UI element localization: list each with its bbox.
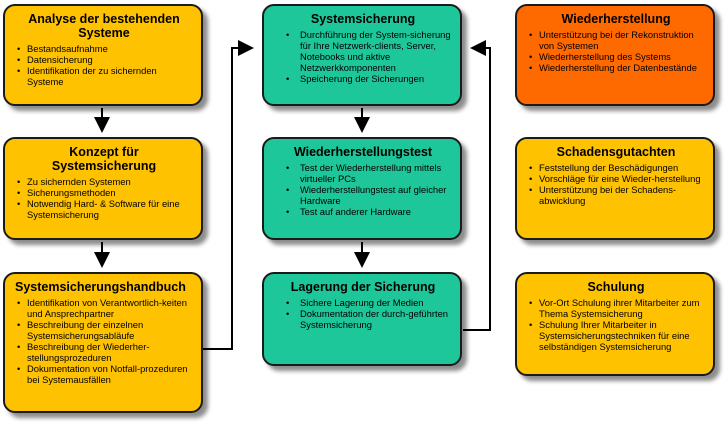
box-wiederherstellung: Wiederherstellung Unterstützung bei der … bbox=[515, 4, 715, 106]
list-item: Bestandsaufnahme bbox=[17, 43, 193, 54]
box-title: Systemsicherungshandbuch bbox=[15, 280, 186, 294]
box-lagerung: Lagerung der Sicherung Sichere Lagerung … bbox=[262, 272, 462, 366]
box-list: Identifikation von Verantwortlich-keiten… bbox=[15, 297, 193, 385]
box-analyse: Analyse der bestehenden Systeme Bestands… bbox=[3, 4, 203, 106]
box-wiederherstellungstest: Wiederherstellungstest Test der Wiederhe… bbox=[262, 137, 462, 240]
list-item: Schulung Ihrer Mitarbeiter in Systemsich… bbox=[529, 319, 705, 352]
list-item: Dokumentation der durch-geführten System… bbox=[286, 308, 452, 330]
arrow-lagerung-to-systemsicherung bbox=[463, 40, 491, 331]
box-konzept: Konzept für Systemsicherung Zu sichernde… bbox=[3, 137, 203, 240]
box-list: Durchführung der System-sicherung für Ih… bbox=[274, 29, 452, 84]
list-item: Dokumentation von Notfall-prozeduren bei… bbox=[17, 363, 193, 385]
list-item: Beschreibung der einzelnen Systemsicheru… bbox=[17, 319, 193, 341]
list-item: Sicherungsmethoden bbox=[17, 187, 193, 198]
list-item: Identifikation von Verantwortlich-keiten… bbox=[17, 297, 193, 319]
list-item: Wiederherstellungstest auf gleicher Hard… bbox=[286, 184, 452, 206]
list-item: Unterstützung bei der Schadens-abwicklun… bbox=[529, 184, 705, 206]
box-title: Schadensgutachten bbox=[556, 145, 676, 159]
list-item: Test der Wiederherstellung mittels virtu… bbox=[286, 162, 452, 184]
list-item: Durchführung der System-sicherung für Ih… bbox=[286, 29, 452, 73]
list-item: Zu sichernden Systemen bbox=[17, 176, 193, 187]
list-item: Speicherung der Sicherungen bbox=[286, 73, 452, 84]
list-item: Vorschläge für eine Wieder-herstellung bbox=[529, 173, 705, 184]
arrow-handbuch-to-systemsicherung bbox=[203, 40, 254, 350]
list-item: Wiederherstellung der Datenbestände bbox=[529, 62, 705, 73]
list-item: Beschreibung der Wiederher-stellungsproz… bbox=[17, 341, 193, 363]
box-list: Unterstützung bei der Rekonstruktion von… bbox=[527, 29, 705, 73]
box-title: Lagerung der Sicherung bbox=[290, 280, 436, 294]
box-handbuch: Systemsicherungshandbuch Identifikation … bbox=[3, 272, 203, 413]
list-item: Identifikation der zu sichernden Systeme bbox=[17, 65, 193, 87]
list-item: Feststellung der Beschädigungen bbox=[529, 162, 705, 173]
box-title: Konzept für Systemsicherung bbox=[51, 145, 157, 173]
list-item: Vor-Ort Schulung ihrer Mitarbeiter zum T… bbox=[529, 297, 705, 319]
box-title: Systemsicherung bbox=[310, 12, 416, 26]
list-item: Unterstützung bei der Rekonstruktion von… bbox=[529, 29, 705, 51]
box-list: Sichere Lagerung der Medien Dokumentatio… bbox=[274, 297, 452, 330]
box-list: Test der Wiederherstellung mittels virtu… bbox=[274, 162, 452, 217]
box-list: Bestandsaufnahme Datensicherung Identifi… bbox=[15, 43, 193, 87]
box-systemsicherung: Systemsicherung Durchführung der System-… bbox=[262, 4, 462, 106]
box-title: Analyse der bestehenden Systeme bbox=[28, 12, 180, 40]
box-title: Schulung bbox=[587, 280, 645, 294]
box-title: Wiederherstellungstest bbox=[293, 145, 433, 159]
box-list: Vor-Ort Schulung ihrer Mitarbeiter zum T… bbox=[527, 297, 705, 352]
box-title: Wiederherstellung bbox=[561, 12, 671, 26]
list-item: Sichere Lagerung der Medien bbox=[286, 297, 452, 308]
list-item: Wiederherstellung des Systems bbox=[529, 51, 705, 62]
list-item: Test auf anderer Hardware bbox=[286, 206, 452, 217]
box-list: Feststellung der Beschädigungen Vorschlä… bbox=[527, 162, 705, 206]
box-list: Zu sichernden Systemen Sicherungsmethode… bbox=[15, 176, 193, 220]
list-item: Notwendig Hard- & Software für eine Syst… bbox=[17, 198, 193, 220]
box-schulung: Schulung Vor-Ort Schulung ihrer Mitarbei… bbox=[515, 272, 715, 376]
list-item: Datensicherung bbox=[17, 54, 193, 65]
box-schadensgutachten: Schadensgutachten Feststellung der Besch… bbox=[515, 137, 715, 240]
